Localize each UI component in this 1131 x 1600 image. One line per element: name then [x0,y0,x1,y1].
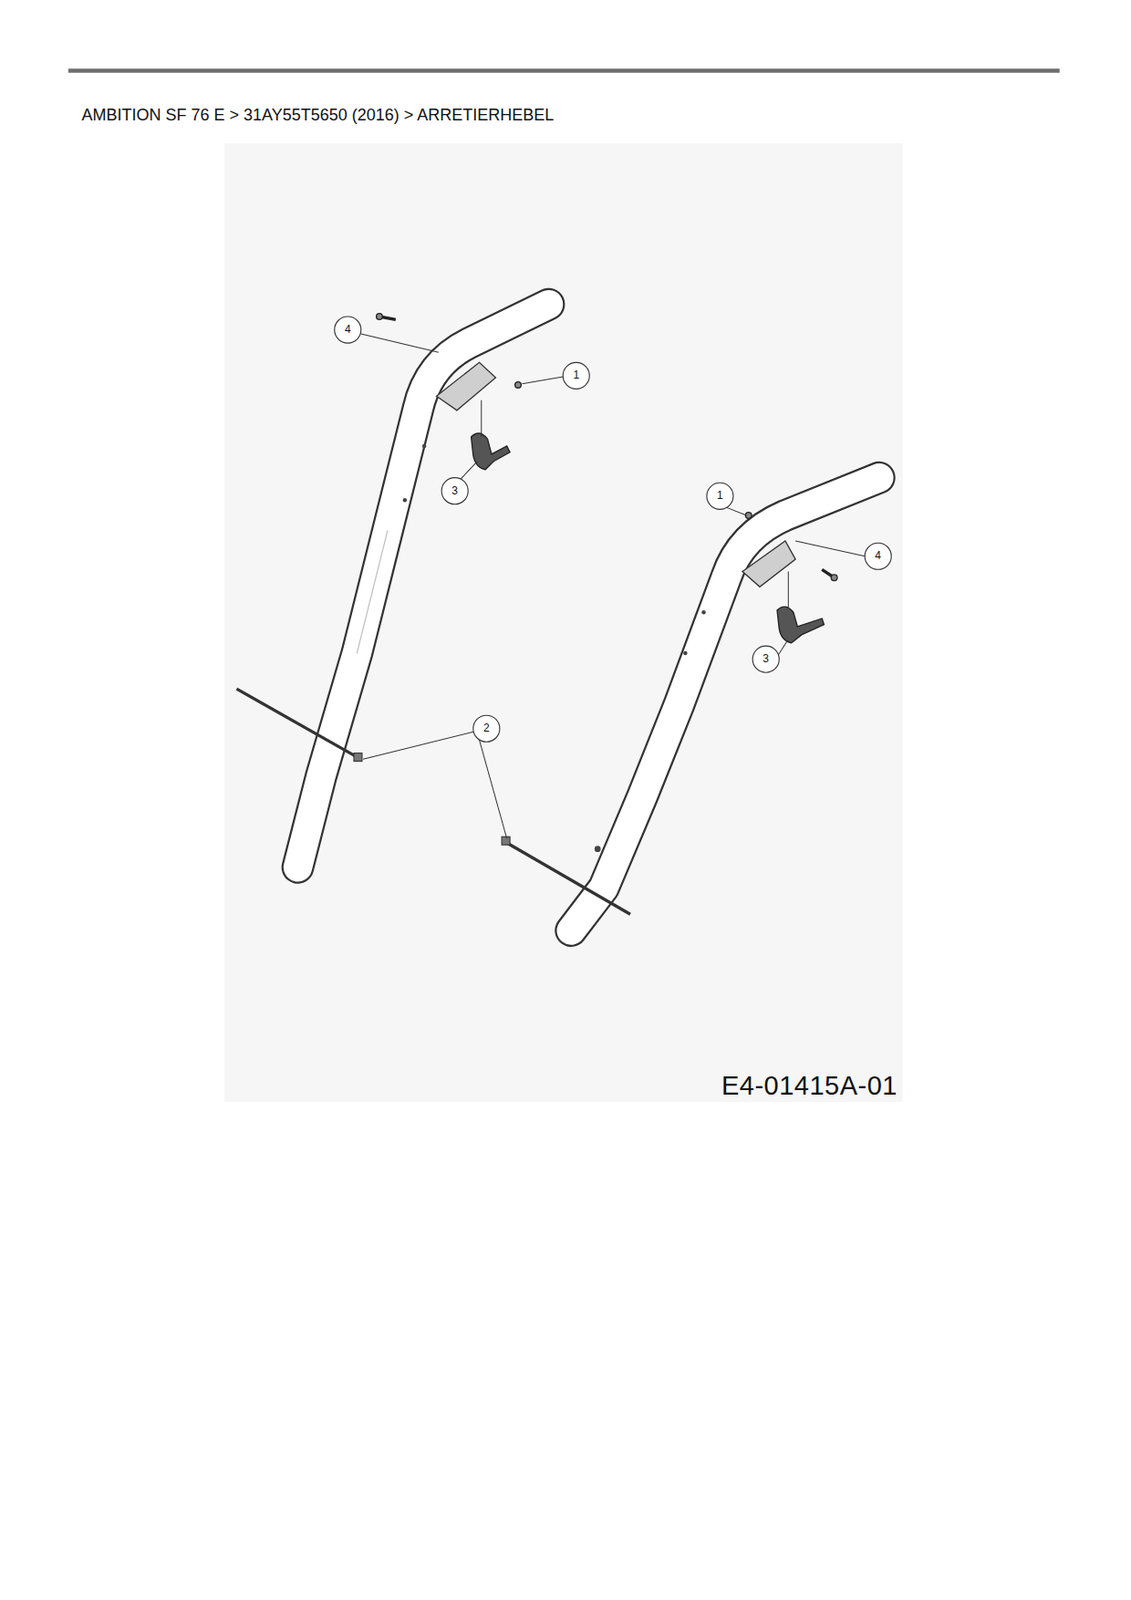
breadcrumb-title: AMBITION SF 76 E > 31AY55T5650 (2016) > … [81,105,554,125]
fastener [376,313,838,582]
callout-circle [334,316,892,742]
leader-line [361,333,865,839]
lock-lever [471,433,825,644]
drawing-ground [224,143,903,1102]
header-rule [68,68,1060,73]
callout-number: 1 [716,489,724,501]
lock-plate [742,540,796,587]
handle-bar [297,304,549,868]
callout-number: 2 [483,722,490,734]
callout-number: 4 [344,323,352,335]
cable-tie [236,688,631,914]
callout-number: 3 [762,653,769,665]
callout-number: 3 [451,485,458,497]
handle-bar [570,477,880,931]
callout-number: 1 [572,369,580,381]
drawing-number: E4-01415A-01 [721,1069,898,1100]
callout-number: 4 [874,549,882,561]
lock-plate [436,362,497,411]
